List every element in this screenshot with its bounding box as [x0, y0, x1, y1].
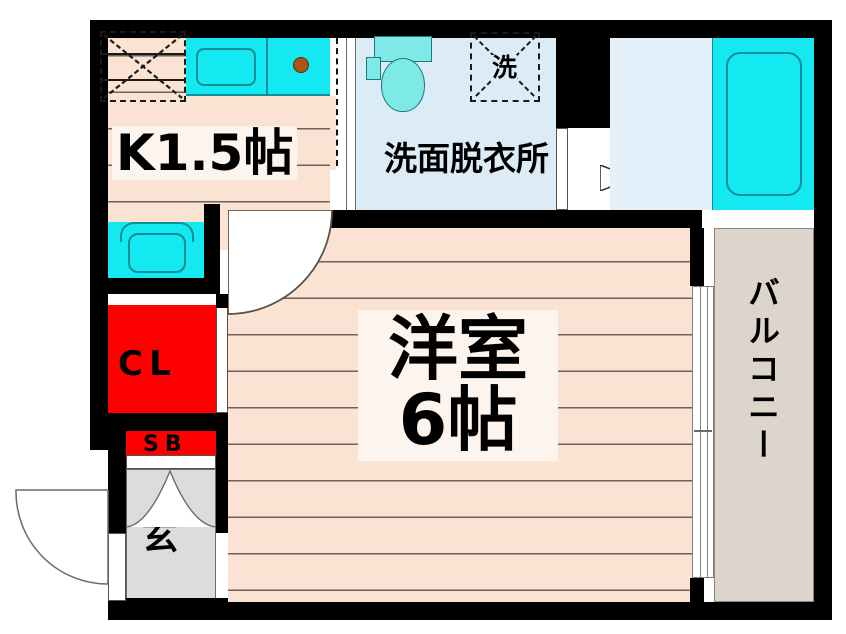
- shelf-line-bottom: [102, 79, 184, 81]
- main-room-label-line2: 6帖: [398, 379, 518, 462]
- shoe-box-door: [126, 455, 216, 469]
- closet: [108, 305, 216, 413]
- shoe-box: [126, 431, 216, 455]
- wall-bottom-right: [230, 602, 832, 620]
- balcony-door-rail-left: [700, 286, 702, 578]
- refrigerator-space: [100, 31, 186, 102]
- washing-machine-space: 洗: [470, 32, 540, 102]
- shoe-box-label: SB: [143, 432, 188, 457]
- stove-burner: [293, 57, 309, 73]
- wall-left-upper: [90, 20, 108, 450]
- wall-washroom-bottom: [330, 210, 702, 228]
- main-room-label-line1: 洋室: [388, 308, 528, 390]
- bathroom-door-panel[interactable]: [556, 128, 568, 210]
- wall-closet-bottom: [90, 413, 228, 431]
- kitchen-sink: [196, 48, 256, 86]
- shelf-line-top: [102, 53, 184, 55]
- kitchen-door-sill: [330, 96, 336, 170]
- refrigerator-x-icon: [103, 34, 183, 99]
- wall-kitchen-right-lower: [204, 204, 220, 294]
- toilet-bowl: [381, 58, 425, 112]
- wall-kitchen-bottom: [90, 278, 220, 294]
- main-room-label: 洋室 6帖: [358, 310, 558, 461]
- balcony-door-rail-right: [707, 286, 709, 578]
- wall-top: [90, 20, 832, 38]
- balcony: [714, 228, 814, 602]
- wall-right: [814, 20, 832, 620]
- wall-closet-right: [216, 294, 228, 308]
- wall-pier-top: [690, 228, 704, 286]
- counter-divider: [266, 38, 268, 96]
- closet-door: [216, 305, 228, 413]
- closet-label: CL: [118, 344, 177, 384]
- front-door-swing-arc: [15, 489, 109, 585]
- wash-basin-rim: [120, 222, 194, 242]
- balcony-label: バルコニー: [743, 276, 781, 466]
- entrance-step-curve: [126, 469, 217, 528]
- wall-entrance-left: [108, 431, 126, 481]
- wash-basin-bowl: [128, 233, 186, 273]
- kitchen-washroom-door-panel[interactable]: [346, 38, 356, 210]
- washer-label: 洗: [492, 53, 518, 82]
- wall-washroom-top-right: [556, 38, 610, 128]
- wall-pier-bottom: [690, 578, 704, 602]
- washroom-door-arc: [228, 210, 333, 315]
- balcony-sliding-door[interactable]: [692, 286, 714, 578]
- wall-genkan-bottom: [108, 598, 232, 620]
- kitchen-label: K1.5帖: [112, 126, 298, 180]
- toilet-flush-lever: [366, 57, 381, 80]
- wall-genkan-left: [108, 469, 126, 533]
- balcony-door-overlap: [694, 430, 712, 432]
- washroom-label: 洗面脱衣所: [384, 139, 549, 178]
- bathtub: [726, 52, 802, 196]
